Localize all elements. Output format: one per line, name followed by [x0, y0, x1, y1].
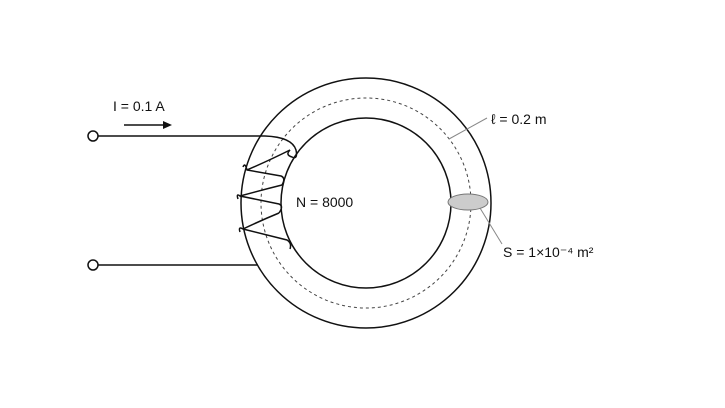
mean-path-dashed [260, 97, 472, 309]
turns-label: N = 8000 [296, 194, 353, 210]
current-arrow-head [163, 121, 172, 129]
length-leader-line [448, 117, 488, 140]
area-leader-line [479, 207, 503, 245]
cross-section-area [447, 193, 489, 211]
terminal-top [87, 130, 99, 142]
area-label: S = 1×10⁻⁴ m² [503, 244, 594, 260]
terminal-bottom [87, 259, 99, 271]
length-label: ℓ = 0.2 m [491, 111, 547, 127]
toroid-outer-edge [240, 77, 492, 329]
current-label: I = 0.1 A [113, 98, 165, 114]
coil-windings [236, 135, 298, 250]
